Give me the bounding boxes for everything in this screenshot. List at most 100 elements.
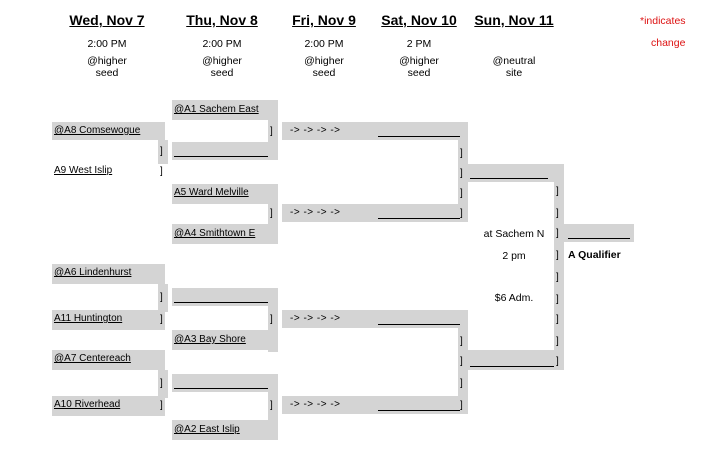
site-wed: @higher: [87, 55, 127, 67]
round2-seed-a5: A5 Ward Melville: [174, 187, 249, 198]
round1-team-a6: @A6 Lindenhurst: [54, 267, 132, 278]
bracket-mark: ]: [460, 378, 463, 389]
site-sun: @neutral: [492, 55, 536, 67]
bracket-mark: ]: [556, 250, 559, 261]
bracket-mark: ]: [556, 336, 559, 347]
round2-winner-line: [174, 388, 268, 389]
round2-seed-a2: @A2 East Islip: [174, 424, 240, 435]
quarterfinal-bar: [282, 122, 468, 140]
quarterfinal-winner-line: [378, 324, 460, 325]
final-time: 2 pm: [502, 250, 526, 262]
bracket-mark: ]: [556, 356, 559, 367]
quarterfinal-winner-line: [378, 410, 460, 411]
time-fri: 2:00 PM: [304, 38, 344, 50]
advance-arrows: -> -> -> ->: [290, 313, 341, 324]
qualifier-label: A Qualifier: [568, 249, 621, 261]
round2-slot-bg: [172, 224, 278, 244]
semifinal-slot-bg: [466, 164, 564, 182]
change-note-line1: *indicates: [640, 15, 686, 27]
semifinal-slot-bg: [466, 350, 564, 370]
site-wed-2: seed: [95, 67, 119, 79]
round2-slot-bg: [172, 420, 278, 440]
bracket-mark: ]: [270, 208, 273, 219]
round1-slot-bg: [52, 396, 165, 416]
bracket-mark: ]: [460, 208, 463, 219]
round2-seed-a3: @A3 Bay Shore: [174, 334, 246, 345]
round1-connector: [158, 370, 168, 398]
round1-connector: [158, 284, 168, 312]
round1-team-a8: @A8 Comsewogue: [54, 125, 141, 136]
qualifier-winner-line: [568, 238, 630, 239]
round1-connector: [158, 140, 168, 164]
header-thu: Thu, Nov 8: [186, 12, 258, 28]
bracket-mark: ]: [556, 314, 559, 325]
round2-slot-bg: [172, 288, 278, 306]
bracket-mark: ]: [460, 356, 463, 367]
bracket-mark: ]: [270, 314, 273, 325]
site-thu-2: seed: [210, 67, 234, 79]
round2-slot-bg: [172, 142, 278, 160]
semifinal-connector: [458, 140, 468, 204]
bracket-mark: ]: [460, 400, 463, 411]
time-sat: 2 PM: [406, 38, 432, 50]
round2-connector: [268, 306, 278, 352]
bracket-mark: ]: [556, 294, 559, 305]
qualifier-slot-bg: [564, 224, 634, 242]
bracket-mark: ]: [270, 126, 273, 137]
bracket-mark: ]: [460, 148, 463, 159]
final-connector: [554, 182, 564, 350]
round2-connector: [268, 120, 278, 160]
round1-team-a11: A11 Huntington: [54, 313, 123, 324]
header-fri: Fri, Nov 9: [292, 12, 356, 28]
site-sun-2: site: [505, 67, 523, 79]
quarterfinal-bar: [282, 204, 468, 222]
advance-arrows: -> -> -> ->: [290, 207, 341, 218]
bracket-mark: ]: [160, 166, 163, 177]
round2-connector: [268, 392, 278, 438]
time-thu: 2:00 PM: [202, 38, 242, 50]
round2-seed-a1: @A1 Sachem East: [174, 104, 259, 115]
final-admission: $6 Adm.: [494, 292, 534, 304]
round2-seed-a4: @A4 Smithtown E: [174, 228, 256, 239]
quarterfinal-winner-line: [378, 136, 460, 137]
header-wed: Wed, Nov 7: [69, 12, 145, 28]
round1-slot-bg: [52, 310, 165, 330]
header-sat: Sat, Nov 10: [381, 12, 457, 28]
round1-team-a9: A9 West Islip: [54, 165, 113, 176]
semifinal-winner-line: [470, 366, 554, 367]
bracket-mark: ]: [160, 378, 163, 389]
advance-arrows: -> -> -> ->: [290, 125, 341, 136]
bracket-mark: ]: [160, 292, 163, 303]
site-thu: @higher: [202, 55, 242, 67]
bracket-mark: ]: [160, 146, 163, 157]
round2-slot-bg: [172, 374, 278, 392]
change-note-line2: change: [651, 37, 686, 49]
bracket-mark: ]: [270, 400, 273, 411]
round2-winner-line: [174, 302, 268, 303]
bracket-mark: ]: [460, 188, 463, 199]
bracket-mark: ]: [160, 400, 163, 411]
round1-slot-bg: [52, 350, 165, 370]
round2-slot-bg: [172, 184, 278, 204]
bracket-mark: ]: [160, 314, 163, 325]
advance-arrows: -> -> -> ->: [290, 399, 341, 410]
quarterfinal-bar: [282, 396, 468, 414]
round1-slot-bg: [52, 264, 165, 284]
site-sat: @higher: [399, 55, 439, 67]
time-wed: 2:00 PM: [87, 38, 127, 50]
bracket-mark: ]: [556, 208, 559, 219]
header-sun: Sun, Nov 11: [474, 12, 554, 28]
final-venue: at Sachem N: [483, 228, 545, 240]
site-fri-2: seed: [312, 67, 336, 79]
quarterfinal-winner-line: [378, 218, 460, 219]
bracket-mark: ]: [460, 168, 463, 179]
bracket-mark: ]: [556, 272, 559, 283]
quarterfinal-bar: [282, 310, 468, 328]
round2-winner-line: [174, 156, 268, 157]
round2-slot-bg: [172, 100, 278, 120]
round1-slot-bg: [52, 122, 165, 140]
site-sat-2: seed: [407, 67, 431, 79]
bracket-mark: ]: [460, 336, 463, 347]
round1-team-a10: A10 Riverhead: [54, 399, 121, 410]
semifinal-winner-line: [470, 178, 548, 179]
